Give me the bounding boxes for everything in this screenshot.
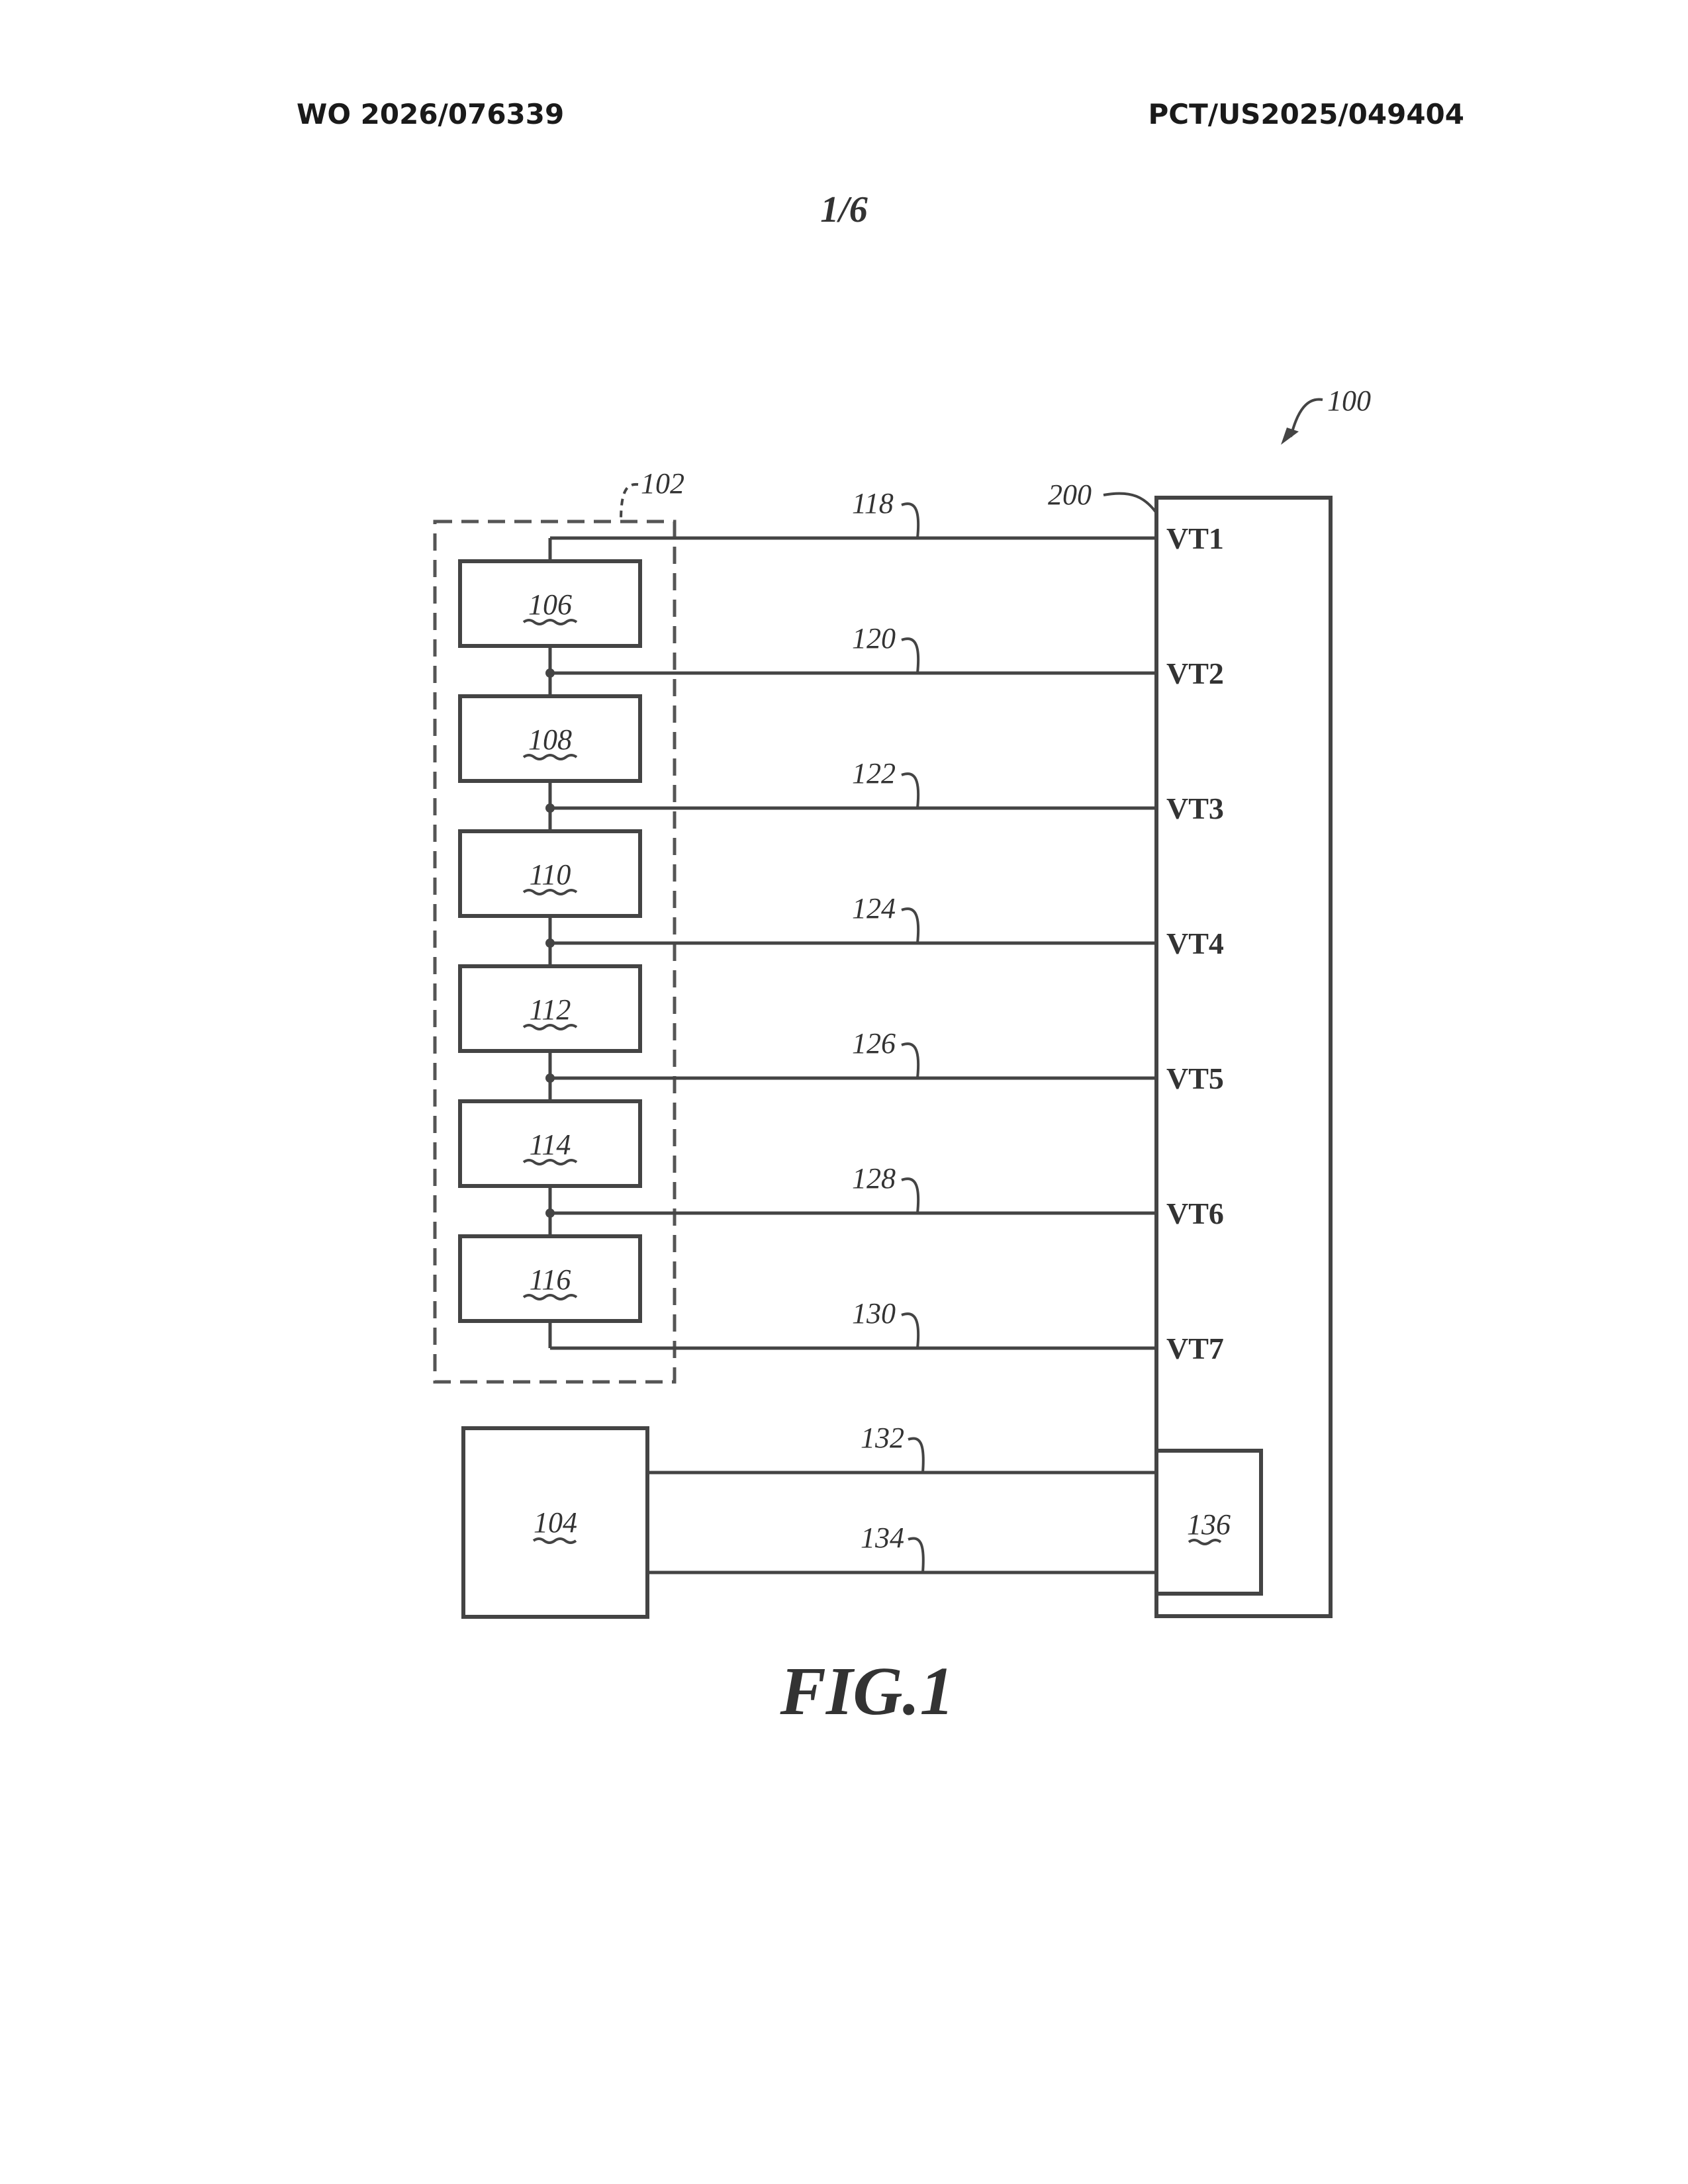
sense-line-leader-120 xyxy=(902,639,918,673)
pack-ref-leader xyxy=(621,484,638,522)
sense-line-leader-118 xyxy=(902,504,918,538)
sense-line-label-130: 130 xyxy=(852,1297,896,1330)
junction-dot xyxy=(545,938,555,948)
comm-line-134-leader xyxy=(908,1538,923,1572)
terminal-vt2: VT2 xyxy=(1166,657,1224,690)
sense-line-label-124: 124 xyxy=(852,892,896,925)
sense-line-leader-126 xyxy=(902,1044,918,1078)
pack-ref-label: 102 xyxy=(641,467,684,500)
cell-label-106: 106 xyxy=(528,588,572,621)
terminal-vt1: VT1 xyxy=(1166,522,1224,555)
terminal-vt6: VT6 xyxy=(1166,1197,1224,1230)
external-device-label: 104 xyxy=(534,1506,577,1539)
cell-label-114: 114 xyxy=(530,1128,571,1161)
cell-label-116: 116 xyxy=(530,1263,571,1296)
sense-line-leader-124 xyxy=(902,909,918,943)
comm-line-134-label: 134 xyxy=(861,1522,904,1554)
cell-label-112: 112 xyxy=(530,993,571,1026)
sense-line-leader-122 xyxy=(902,774,918,808)
cell-label-110: 110 xyxy=(530,858,571,891)
sense-line-leader-128 xyxy=(902,1179,918,1213)
sense-line-label-122: 122 xyxy=(852,757,896,790)
junction-dot xyxy=(545,1208,555,1218)
figure-title: FIG.1 xyxy=(780,1653,955,1729)
sense-line-label-128: 128 xyxy=(852,1162,896,1195)
controller-ref-leader xyxy=(1103,494,1156,513)
system-ref-arrowhead xyxy=(1281,428,1299,445)
junction-dot xyxy=(545,668,555,678)
sense-line-label-126: 126 xyxy=(852,1027,896,1060)
terminal-vt7: VT7 xyxy=(1166,1332,1224,1365)
sense-line-label-118: 118 xyxy=(852,487,894,520)
cell-label-108: 108 xyxy=(528,723,572,756)
junction-dot xyxy=(545,803,555,813)
sense-line-label-120: 120 xyxy=(852,622,896,655)
junction-dot xyxy=(545,1073,555,1083)
terminal-vt3: VT3 xyxy=(1166,792,1224,825)
sub-block-label: 136 xyxy=(1187,1508,1231,1541)
controller-ref-label: 200 xyxy=(1048,478,1092,511)
comm-line-132-label: 132 xyxy=(861,1422,904,1454)
comm-line-132-leader xyxy=(908,1438,923,1473)
terminal-vt5: VT5 xyxy=(1166,1062,1224,1095)
sense-lines: 118VT1 120VT2 122VT3 124VT4 126VT5 128VT6 130V… xyxy=(545,487,1224,1365)
terminal-vt4: VT4 xyxy=(1166,927,1224,960)
sense-line-leader-130 xyxy=(902,1314,918,1348)
system-ref-label: 100 xyxy=(1327,385,1371,417)
